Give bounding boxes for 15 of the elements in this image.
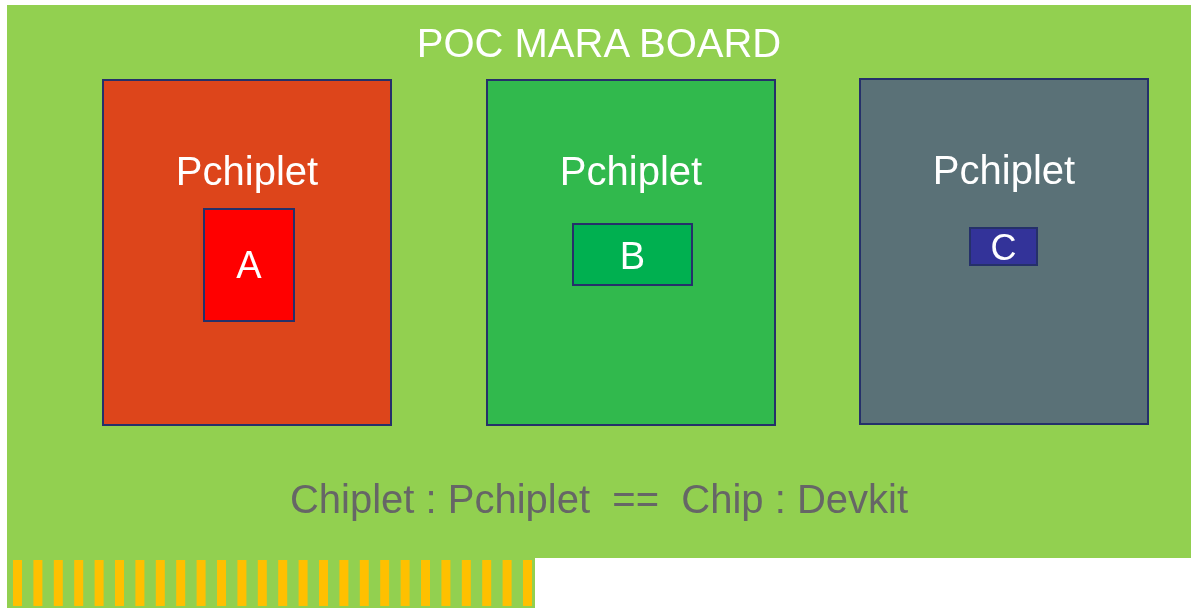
package-label: Pchiplet	[174, 149, 320, 194]
chip-die	[203, 208, 295, 322]
chiplet-package	[102, 79, 392, 426]
board	[7, 5, 1191, 558]
die-label: B	[618, 235, 647, 278]
chip-die	[572, 223, 693, 286]
die-label: C	[989, 227, 1018, 269]
board-title: POC MARA BOARD	[415, 21, 783, 66]
chiplet-package	[486, 79, 776, 426]
chip-die	[969, 227, 1038, 266]
package-label: Pchiplet	[931, 148, 1077, 193]
note-text: Chiplet : Pchiplet == Chip : Devkit	[288, 477, 910, 522]
chiplet-package	[859, 78, 1149, 425]
package-label: Pchiplet	[558, 149, 704, 194]
die-label: A	[235, 244, 263, 287]
